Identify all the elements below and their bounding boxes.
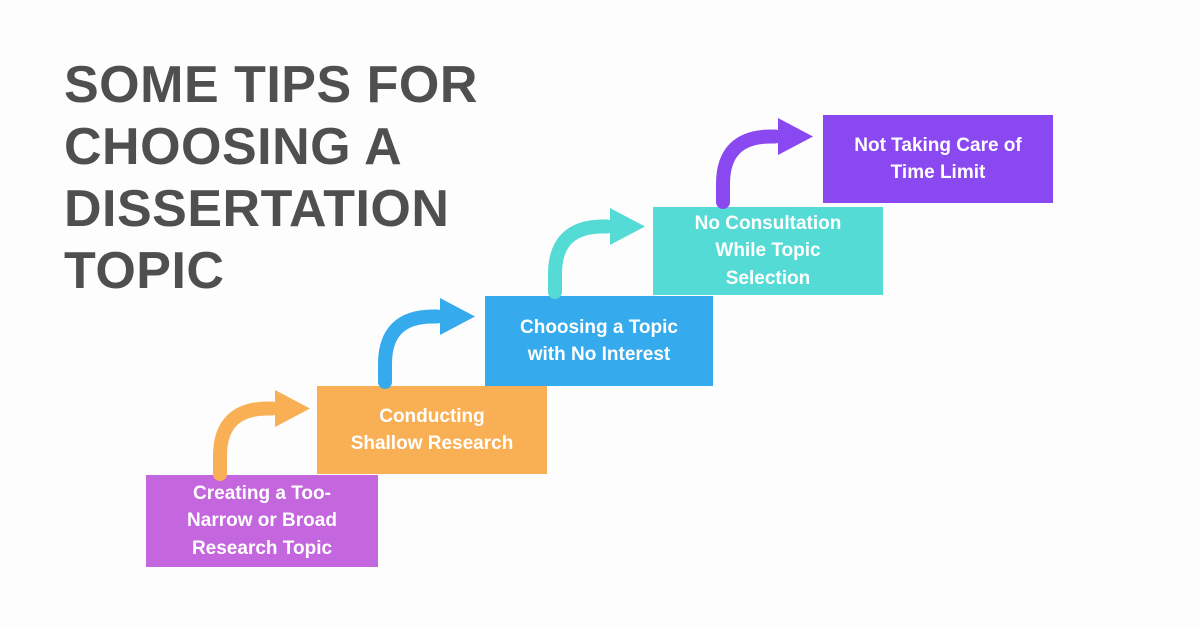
curved-arrow-up-right-icon [541,208,645,300]
step-box-topic-no-interest: Choosing a Topic with No Interest [485,296,713,386]
step-box-time-limit: Not Taking Care of Time Limit [823,115,1053,203]
step-label: Choosing a Topic with No Interest [520,316,678,366]
step-label: Conducting Shallow Research [350,405,514,455]
step-label: Not Taking Care of Time Limit [854,134,1022,184]
step-box-creating-narrow-broad-topic: Creating a Too-Narrow or Broad Research … [146,475,378,567]
page-title: SOME TIPS FOR CHOOSING A DISSERTATION TO… [64,56,478,300]
step-label: No Consultation While Topic Selection [694,212,842,289]
step-box-conducting-shallow-research: Conducting Shallow Research [317,386,547,474]
curved-arrow-up-right-icon [206,390,310,482]
curved-arrow-up-right-icon [371,298,475,390]
step-box-no-consultation: No Consultation While Topic Selection [653,207,883,295]
curved-arrow-up-right-icon [709,118,813,210]
step-label: Creating a Too-Narrow or Broad Research … [187,482,337,559]
